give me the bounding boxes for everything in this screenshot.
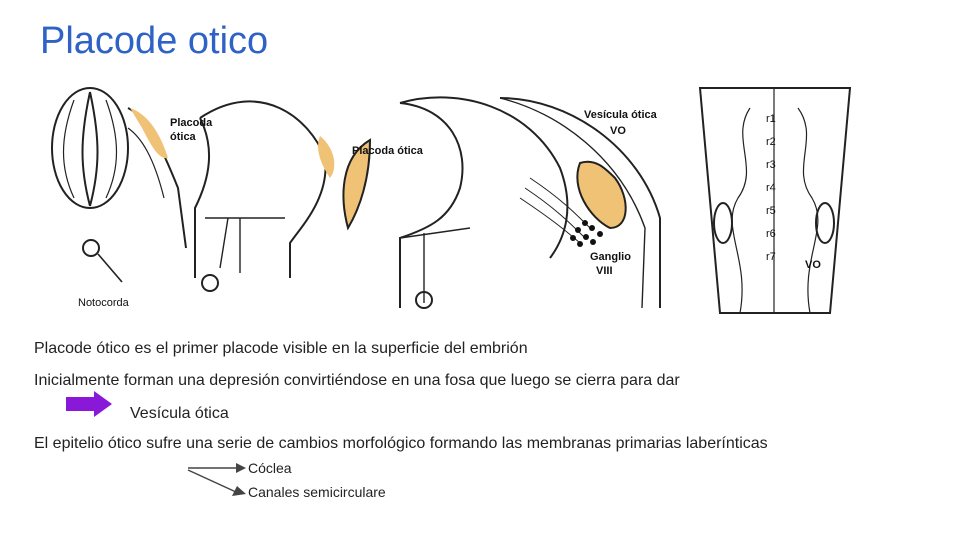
- placode-region-2: [318, 136, 335, 178]
- placode-region-1: [130, 108, 168, 159]
- label-placoda-2: Placoda ótica: [352, 145, 424, 157]
- page-title: Placode otico: [40, 20, 269, 62]
- label-ganglio-a: Ganglio: [590, 251, 631, 263]
- label-notocorda: Notocorda: [78, 297, 130, 309]
- neural-tube-outline: [51, 87, 129, 209]
- rhombomere-label-r6: r6: [766, 228, 776, 240]
- branch-coclea: Cóclea: [248, 460, 292, 476]
- label-placoda-1b: ótica: [170, 131, 197, 143]
- otic-placode-figure: Placoda ótica Placoda ótica Vesícula óti…: [51, 87, 852, 314]
- notochord-circle-2: [201, 274, 219, 292]
- rhombomere-label-r1: r1: [766, 113, 776, 125]
- rhombomere-labels: r1 r2 r3 r4 r5 r6 r7: [766, 113, 776, 263]
- notochord-circle: [82, 239, 100, 257]
- label-placoda-1a: Placoda: [170, 117, 213, 129]
- rhombomere-label-r7: r7: [766, 251, 776, 263]
- label-ganglio-b: VIII: [596, 265, 613, 277]
- label-vo-1: VO: [610, 125, 626, 137]
- text-line-3: El epitelio ótico sufre una serie de cam…: [34, 435, 768, 452]
- purple-arrow-icon: [66, 391, 112, 417]
- label-vesicula-otica: Vesícula ótica: [584, 109, 658, 121]
- rhombomere-label-r5: r5: [766, 205, 776, 217]
- notochord-circle-3: [415, 291, 433, 309]
- text-line-2: Inicialmente forman una depresión convir…: [34, 372, 680, 389]
- label-vo-2: VO: [805, 259, 821, 271]
- rhombomere-label-r2: r2: [766, 136, 776, 148]
- notochord-pointer: [97, 253, 123, 283]
- branch-canales: Canales semicirculare: [248, 484, 386, 500]
- rhombomere-label-r3: r3: [766, 159, 776, 171]
- vesicula-otica-result: Vesícula ótica: [130, 405, 229, 422]
- rhombomere-label-r4: r4: [766, 182, 776, 194]
- branch-arrows-icon: [187, 463, 246, 496]
- text-line-1: Placode ótico es el primer placode visib…: [34, 340, 528, 357]
